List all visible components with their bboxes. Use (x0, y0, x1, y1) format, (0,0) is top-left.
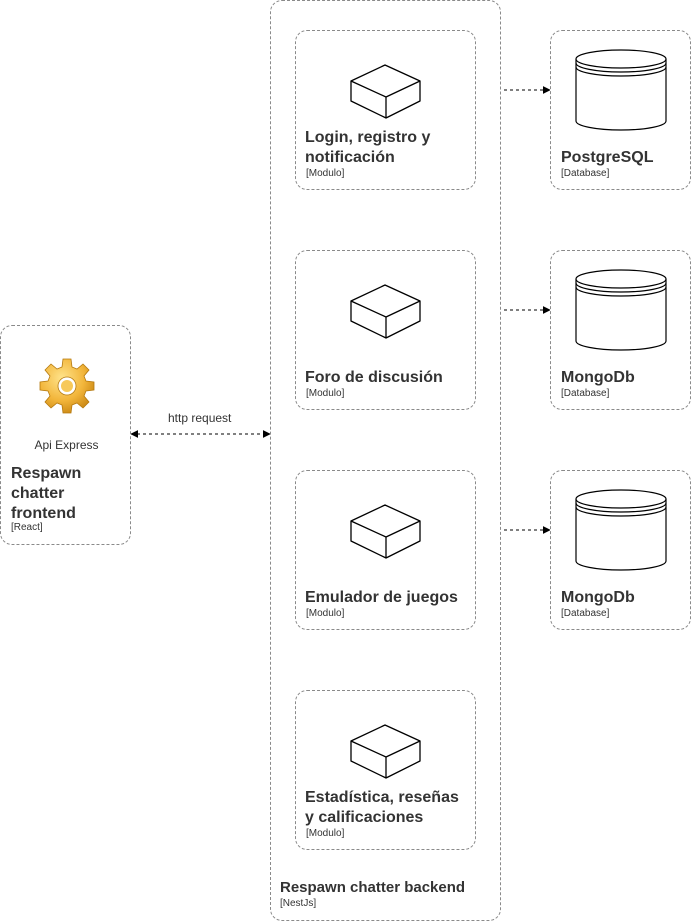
http-request-label: http request (168, 411, 232, 425)
gear-icon (39, 358, 95, 414)
module-emulador-tech: [Modulo] (306, 608, 345, 619)
database-mongodb-2-tech: [Database] (561, 608, 610, 619)
database-postgresql[interactable]: PostgreSQL [Database] (550, 30, 691, 190)
database-mongodb-1-tech: [Database] (561, 388, 610, 399)
module-login-tech: [Modulo] (306, 168, 345, 179)
frontend-tech: [React] (11, 522, 43, 533)
module-login-title: Login, registro y notificación (305, 129, 431, 166)
database-postgresql-tech: [Database] (561, 168, 610, 179)
module-emulador[interactable]: Emulador de juegos [Modulo] (295, 470, 476, 630)
module-foro-tech: [Modulo] (306, 388, 345, 399)
module-estadistica[interactable]: Estadística, reseñas y calificaciones [M… (295, 690, 476, 850)
module-foro-title: Foro de discusión (305, 369, 443, 386)
database-mongodb-2[interactable]: MongoDb [Database] (550, 470, 691, 630)
database-icon (575, 49, 667, 131)
database-mongodb-2-title: MongoDb (561, 589, 635, 606)
cube-icon (350, 504, 421, 559)
frontend-title: Respawn chatter frontend (11, 465, 82, 522)
module-login[interactable]: Login, registro y notificación [Modulo] (295, 30, 476, 190)
frontend-container[interactable]: Api Express Respawn chatter frontend [Re… (0, 325, 131, 545)
database-icon (575, 269, 667, 351)
database-mongodb-1-title: MongoDb (561, 369, 635, 386)
cube-icon (350, 64, 421, 119)
frontend-icon-caption: Api Express (34, 438, 99, 452)
cube-icon (350, 724, 421, 779)
backend-tech: [NestJs] (280, 898, 317, 909)
database-mongodb-1[interactable]: MongoDb [Database] (550, 250, 691, 410)
module-emulador-title: Emulador de juegos (305, 589, 458, 606)
module-foro[interactable]: Foro de discusión [Modulo] (295, 250, 476, 410)
database-postgresql-title: PostgreSQL (561, 149, 654, 166)
database-icon (575, 489, 667, 571)
cube-icon (350, 284, 421, 339)
module-estadistica-title: Estadística, reseñas y calificaciones (305, 789, 459, 826)
backend-title: Respawn chatter backend (280, 879, 466, 896)
module-estadistica-tech: [Modulo] (306, 828, 345, 839)
